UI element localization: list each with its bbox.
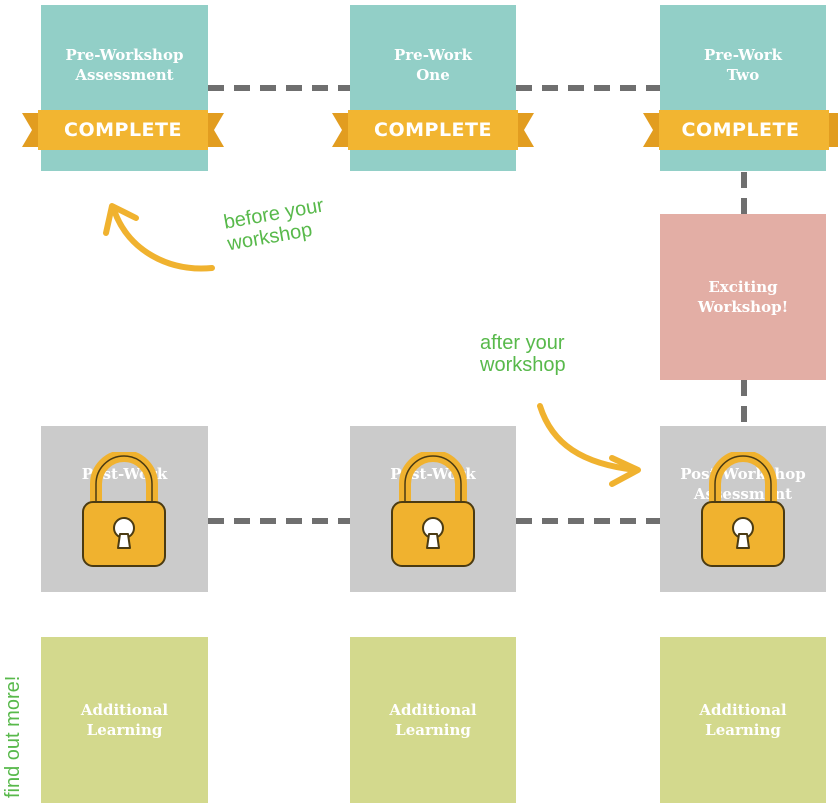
tile-exciting-workshop[interactable]: Exciting Workshop! [660,214,826,380]
tile-additional-learning-1-label: Additional Learning [80,701,169,739]
complete-ribbon-1: COMPLETE [22,110,224,150]
complete-ribbon-3-label: COMPLETE [681,119,800,141]
complete-ribbon-2-label: COMPLETE [374,119,492,141]
lock-icon [391,452,475,567]
note-find-out-more[interactable]: find out more! [2,675,24,798]
tile-pre-workshop-assessment-label: Pre-Workshop Assessment [65,46,184,84]
tile-additional-learning-1[interactable]: Additional Learning [41,637,208,803]
ribbon-shape-icon [332,110,534,150]
ribbon-shape-icon [22,110,224,150]
before-arrow-icon [111,207,215,272]
complete-ribbon-1-label: COMPLETE [64,119,182,141]
ribbon-shape-icon [643,110,838,150]
tile-pre-work-one-label: Pre-Work One [393,46,473,84]
after-arrow-head-icon [609,455,641,487]
note-after-workshop: after your workshop [480,332,566,376]
complete-ribbon-3: COMPLETE [643,110,838,150]
tile-exciting-workshop-label: Exciting Workshop! [697,278,789,316]
tile-additional-learning-2[interactable]: Additional Learning [350,637,516,803]
after-arrow-icon [537,403,639,473]
lock-icon [82,452,166,567]
lock-icon [701,452,785,567]
tile-additional-learning-3-label: Additional Learning [699,701,787,739]
tile-additional-learning-3[interactable]: Additional Learning [660,637,826,803]
complete-ribbon-2: COMPLETE [332,110,534,150]
before-arrow-head-icon [103,203,139,236]
tile-additional-learning-2-label: Additional Learning [389,701,477,739]
tile-pre-work-two-label: Pre-Work Two [703,46,783,84]
